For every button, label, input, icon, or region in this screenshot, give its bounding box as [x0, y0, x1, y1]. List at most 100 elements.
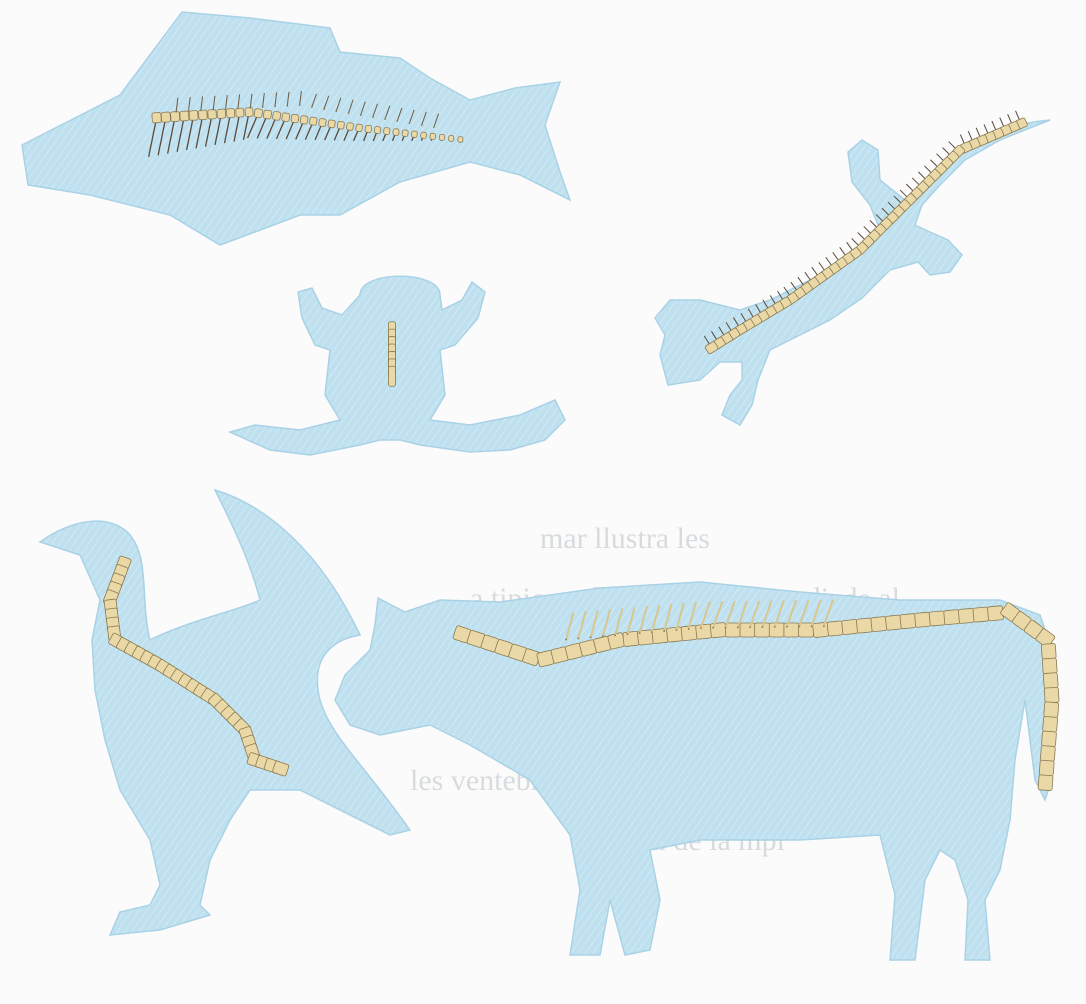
- vertebra: [651, 632, 652, 633]
- vertebra: [374, 126, 381, 133]
- vertebra: [458, 136, 464, 142]
- vertebra: [900, 613, 916, 628]
- vertebra: [1044, 687, 1059, 703]
- vertebra: [958, 608, 974, 623]
- vertebra: [250, 107, 251, 108]
- vertebra: [287, 105, 288, 106]
- vertebra: [627, 634, 628, 635]
- fish: [22, 12, 570, 245]
- vertebra: [813, 622, 829, 637]
- vertebra: [323, 108, 324, 109]
- vertebra: [346, 123, 353, 131]
- vertebra: [1044, 702, 1059, 718]
- vertebra: [448, 135, 454, 141]
- vertebra: [319, 118, 327, 127]
- bleed-line-1: mar llustra les: [540, 522, 710, 555]
- vertebra: [393, 129, 400, 136]
- vertebra: [885, 615, 901, 630]
- vertebra: [740, 623, 755, 637]
- vertebra: [1041, 731, 1056, 747]
- vertebra: [762, 627, 763, 628]
- vertebra: [421, 124, 422, 125]
- vertebra: [217, 109, 226, 119]
- vertebra: [700, 627, 701, 628]
- vertebra: [799, 626, 800, 627]
- vertebra: [784, 623, 799, 637]
- vertebra: [245, 107, 253, 116]
- vertebra: [176, 111, 177, 112]
- vertebra: [170, 111, 179, 121]
- vertebra: [1043, 716, 1058, 732]
- vertebra: [389, 366, 396, 386]
- vertebra: [272, 111, 281, 120]
- frog: [230, 276, 565, 455]
- vertebra: [385, 118, 386, 119]
- vertebra: [750, 627, 751, 628]
- vertebra: [337, 121, 345, 129]
- vertebra: [433, 126, 434, 127]
- vertebra: [300, 115, 308, 124]
- vertebra: [856, 618, 872, 633]
- vertebra: [1040, 746, 1055, 762]
- vertebra: [299, 104, 300, 105]
- vertebra: [226, 108, 235, 117]
- vertebra: [263, 110, 272, 119]
- vertebra: [842, 619, 858, 634]
- vertebra: [811, 626, 812, 627]
- vertebra: [200, 110, 201, 111]
- vertebra: [602, 636, 603, 637]
- vertebra: [1039, 760, 1054, 776]
- salamander: [655, 111, 1050, 425]
- vertebra: [590, 637, 591, 638]
- vertebra: [1042, 658, 1057, 674]
- vertebra: [311, 106, 312, 107]
- vertebra: [725, 627, 726, 628]
- vertebra: [944, 610, 960, 625]
- vertebra: [336, 110, 337, 111]
- vertebra: [309, 117, 317, 126]
- vertebra: [383, 127, 390, 134]
- vertebra: [915, 612, 931, 627]
- vertebra: [439, 134, 445, 140]
- vertebra: [688, 628, 689, 629]
- frog-silhouette: [230, 276, 565, 455]
- vertebra: [189, 110, 198, 120]
- vertebra: [152, 112, 162, 123]
- vertebra: [578, 638, 579, 639]
- vertebra: [1038, 775, 1053, 791]
- frog-skeleton: [389, 322, 396, 387]
- vertebra: [208, 109, 217, 119]
- vertebra: [328, 120, 336, 128]
- vertebra: [348, 112, 349, 113]
- vertebra: [409, 122, 410, 123]
- vertebra: [827, 621, 843, 636]
- vertebra: [786, 626, 787, 627]
- vertebra: [411, 131, 417, 138]
- vertebra: [360, 114, 361, 115]
- vertebra: [1041, 643, 1056, 659]
- vertebra: [769, 623, 784, 637]
- vertebra: [639, 633, 640, 634]
- vertebra: [402, 130, 408, 137]
- vertebra: [566, 639, 567, 640]
- vertebra: [188, 110, 189, 111]
- vertebra: [372, 116, 373, 117]
- vertebra: [710, 622, 726, 637]
- vertebra: [213, 109, 214, 110]
- vertebra: [355, 124, 362, 132]
- vertebra: [666, 627, 682, 642]
- vertebra: [365, 125, 372, 133]
- vertebra: [652, 628, 668, 643]
- vertebra: [237, 108, 238, 109]
- vertebra: [929, 611, 945, 626]
- vertebra: [664, 631, 665, 632]
- vertebra: [676, 629, 677, 630]
- vertebra: [737, 627, 738, 628]
- vertebra: [397, 120, 398, 121]
- vertebra: [161, 112, 170, 122]
- vertebra: [198, 110, 207, 120]
- vertebra: [262, 106, 263, 107]
- vertebra: [254, 108, 263, 118]
- vertebra: [696, 624, 712, 639]
- vertebra: [274, 106, 275, 107]
